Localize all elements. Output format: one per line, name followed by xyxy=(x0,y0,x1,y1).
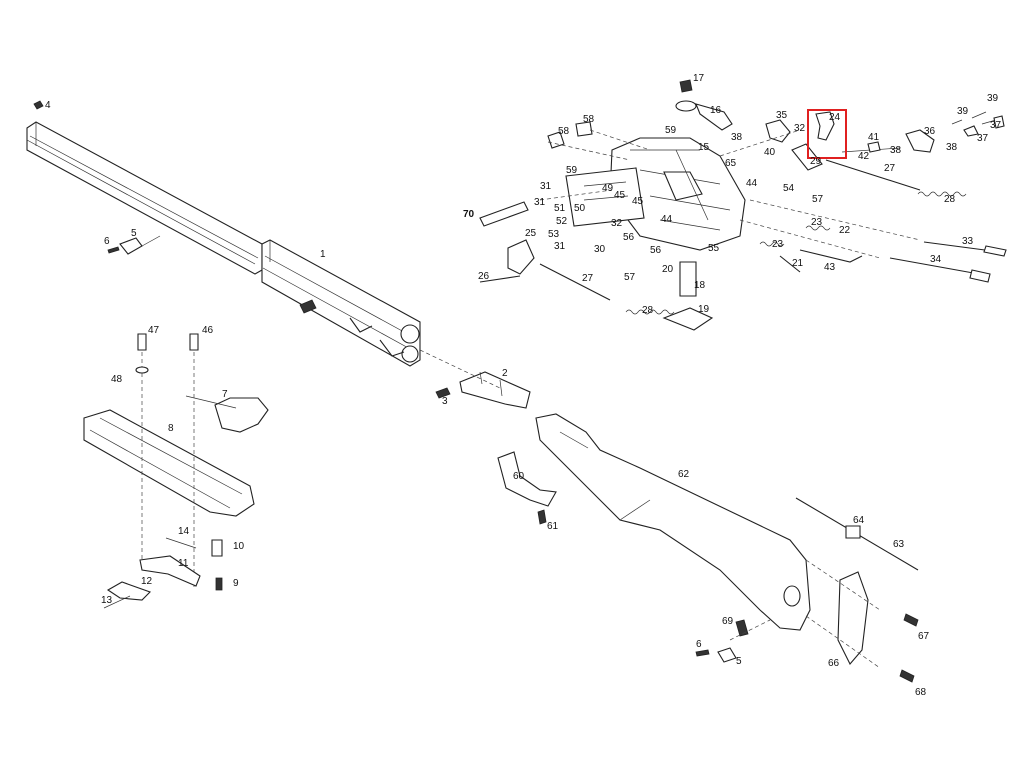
label-15: 15 xyxy=(698,142,710,153)
label-70: 70 xyxy=(463,209,475,220)
label-46: 46 xyxy=(202,325,214,336)
label-27: 27 xyxy=(884,163,896,174)
label-3: 3 xyxy=(442,396,448,407)
label-67: 67 xyxy=(918,631,930,642)
label-32: 32 xyxy=(611,218,623,229)
label-58: 58 xyxy=(583,114,595,125)
label-34: 34 xyxy=(930,254,942,265)
label-13: 13 xyxy=(101,595,113,606)
label-24: 24 xyxy=(829,112,841,123)
label-7: 7 xyxy=(222,389,228,400)
label-57: 57 xyxy=(812,194,824,205)
label-39: 39 xyxy=(957,106,969,117)
label-50: 50 xyxy=(574,203,586,214)
label-4: 4 xyxy=(45,100,51,111)
label-44: 44 xyxy=(746,178,758,189)
label-31: 31 xyxy=(554,241,566,252)
label-58: 58 xyxy=(558,126,570,137)
label-68: 68 xyxy=(915,687,927,698)
label-63: 63 xyxy=(893,539,905,550)
label-12: 12 xyxy=(141,576,153,587)
label-43: 43 xyxy=(824,262,836,273)
label-45: 45 xyxy=(632,196,644,207)
label-59: 59 xyxy=(665,125,677,136)
barrel-assembly xyxy=(26,100,421,367)
label-41: 41 xyxy=(868,132,880,143)
label-11: 11 xyxy=(178,558,189,569)
label-30: 30 xyxy=(594,244,606,255)
label-56: 56 xyxy=(623,232,635,243)
label-39: 39 xyxy=(987,93,999,104)
label-57: 57 xyxy=(624,272,636,283)
label-23: 23 xyxy=(772,239,784,250)
label-47: 47 xyxy=(148,325,160,336)
label-33: 33 xyxy=(962,236,974,247)
label-28: 28 xyxy=(642,305,654,316)
label-56: 56 xyxy=(650,245,662,256)
label-38: 38 xyxy=(946,142,958,153)
receiver-action-assembly xyxy=(479,79,1007,331)
label-62: 62 xyxy=(678,469,690,480)
label-60: 60 xyxy=(513,471,525,482)
label-38: 38 xyxy=(890,145,902,156)
label-26: 26 xyxy=(478,271,490,282)
label-23: 23 xyxy=(811,217,823,228)
label-25: 25 xyxy=(525,228,537,239)
forend-assembly xyxy=(83,333,269,609)
label-6: 6 xyxy=(104,236,110,247)
label-22: 22 xyxy=(839,225,851,236)
part-number-labels: 4 1 6 5 2 3 47 46 48 7 8 14 10 11 12 9 1… xyxy=(45,73,1002,698)
label-16: 16 xyxy=(710,105,722,116)
label-27: 27 xyxy=(582,273,594,284)
label-36: 36 xyxy=(924,126,936,137)
label-69: 69 xyxy=(722,616,734,627)
label-14: 14 xyxy=(178,526,190,537)
label-31: 31 xyxy=(534,197,546,208)
label-21: 21 xyxy=(792,258,804,269)
label-8: 8 xyxy=(168,423,174,434)
label-49: 49 xyxy=(602,183,614,194)
label-64: 64 xyxy=(853,515,865,526)
label-32: 32 xyxy=(794,123,806,134)
sling-swivel-left xyxy=(107,235,161,255)
label-55: 55 xyxy=(708,243,720,254)
label-17: 17 xyxy=(693,73,705,84)
label-45: 45 xyxy=(614,190,626,201)
label-5: 5 xyxy=(736,656,742,667)
label-20: 20 xyxy=(662,264,674,275)
extractor-rail xyxy=(419,349,531,409)
label-54: 54 xyxy=(783,183,795,194)
label-53: 53 xyxy=(548,229,560,240)
label-65: 65 xyxy=(725,158,737,169)
label-37: 37 xyxy=(990,120,1002,131)
label-9: 9 xyxy=(233,578,239,589)
label-18: 18 xyxy=(694,280,706,291)
label-44: 44 xyxy=(661,214,673,225)
highlight-box xyxy=(807,109,847,159)
label-40: 40 xyxy=(764,147,776,158)
label-61: 61 xyxy=(547,521,559,532)
stock-assembly xyxy=(497,413,919,683)
label-28: 28 xyxy=(944,194,956,205)
label-37: 37 xyxy=(977,133,989,144)
label-52: 52 xyxy=(556,216,568,227)
label-51: 51 xyxy=(554,203,566,214)
label-66: 66 xyxy=(828,658,840,669)
label-59: 59 xyxy=(566,165,578,176)
label-38: 38 xyxy=(731,132,743,143)
label-29: 29 xyxy=(810,156,822,167)
label-1: 1 xyxy=(320,249,326,260)
label-35: 35 xyxy=(776,110,788,121)
label-42: 42 xyxy=(858,151,870,162)
label-48: 48 xyxy=(111,374,123,385)
label-5: 5 xyxy=(131,228,137,239)
label-10: 10 xyxy=(233,541,245,552)
label-31: 31 xyxy=(540,181,552,192)
label-6: 6 xyxy=(696,639,702,650)
label-2: 2 xyxy=(502,368,508,379)
label-19: 19 xyxy=(698,304,710,315)
